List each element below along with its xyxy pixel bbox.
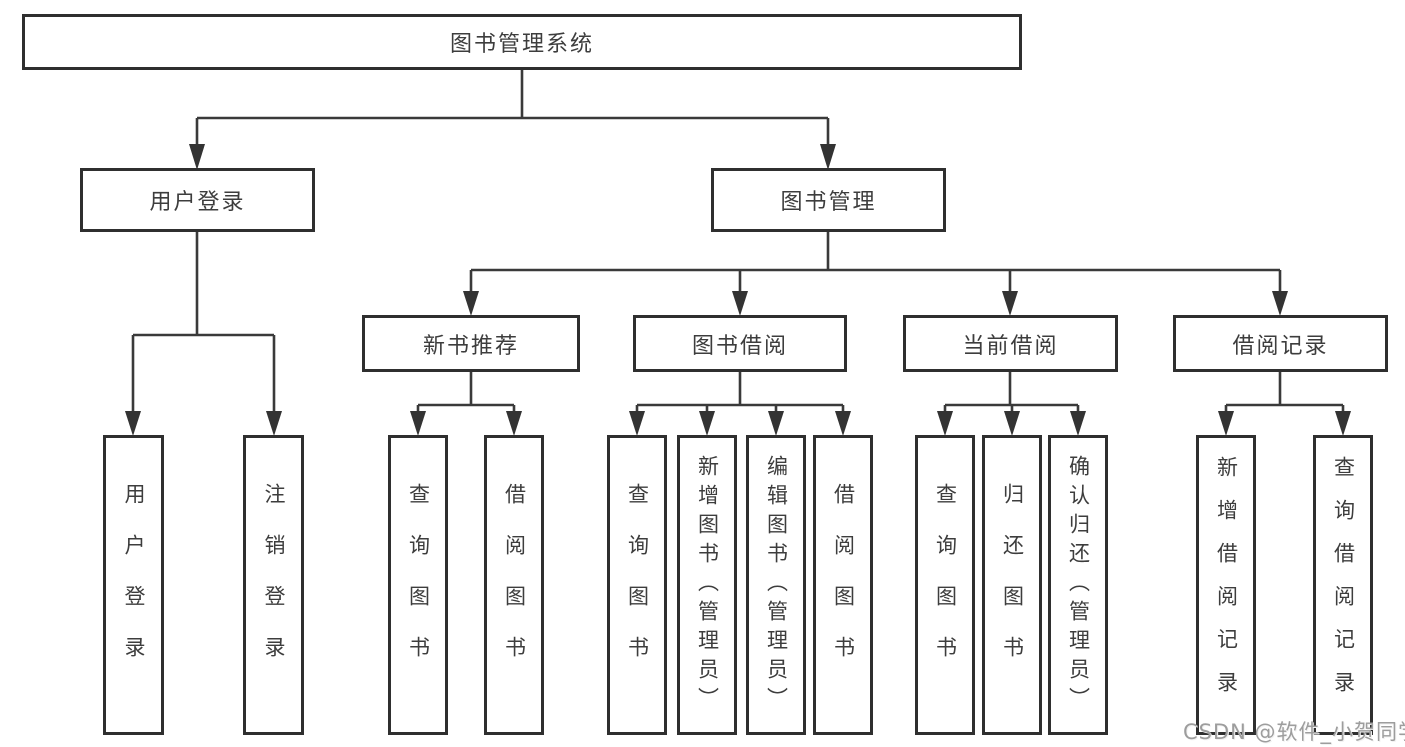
leaf-edit-books-admin: 编辑图书（管理员） — [746, 435, 806, 735]
leaf-label: 查询图书 — [406, 483, 431, 687]
node-library-management-system: 图书管理系统 — [22, 14, 1022, 70]
leaf-label: 查询图书 — [933, 483, 958, 687]
leaf-query-borrow-record: 查询借阅记录 — [1313, 435, 1373, 735]
node-label: 图书借阅 — [691, 333, 788, 359]
leaf-label: 新增图书（管理员） — [695, 454, 720, 716]
node-label: 图书管理 — [780, 190, 877, 215]
node-borrowing-records: 借阅记录 — [1173, 315, 1388, 372]
leaf-label: 查询借阅记录 — [1331, 456, 1356, 714]
leaf-label: 确认归还（管理员） — [1066, 454, 1091, 716]
leaf-query-books-borrow: 查询图书 — [607, 435, 667, 735]
leaf-confirm-return-admin: 确认归还（管理员） — [1048, 435, 1108, 735]
node-book-borrowing: 图书借阅 — [633, 315, 847, 372]
leaf-borrow-books-recommend: 借阅图书 — [484, 435, 544, 735]
node-label: 用户登录 — [149, 190, 246, 215]
watermark: CSDN @软件_小贺同学 — [1183, 720, 1405, 744]
node-book-management: 图书管理 — [711, 168, 946, 232]
node-current-borrowing: 当前借阅 — [903, 315, 1118, 372]
leaf-label: 查询图书 — [625, 483, 650, 687]
leaf-label: 注销登录 — [262, 483, 286, 687]
leaf-logout: 注销登录 — [243, 435, 304, 735]
leaf-add-borrow-record: 新增借阅记录 — [1196, 435, 1256, 735]
node-label: 图书管理系统 — [449, 32, 594, 57]
leaf-label: 新增借阅记录 — [1214, 456, 1239, 714]
leaf-label: 归还图书 — [1000, 483, 1025, 687]
leaf-label: 借阅图书 — [831, 483, 856, 687]
leaf-label: 编辑图书（管理员） — [764, 454, 789, 716]
node-label: 新书推荐 — [422, 333, 519, 359]
leaf-user-login: 用户登录 — [103, 435, 164, 735]
leaf-query-books-recommend: 查询图书 — [388, 435, 448, 735]
leaf-borrow-books: 借阅图书 — [813, 435, 873, 735]
node-user-login: 用户登录 — [80, 168, 315, 232]
node-new-book-recommendation: 新书推荐 — [362, 315, 580, 372]
leaf-query-books-current: 查询图书 — [915, 435, 975, 735]
leaf-label: 用户登录 — [122, 483, 146, 687]
node-label: 当前借阅 — [962, 333, 1059, 359]
leaf-return-books: 归还图书 — [982, 435, 1042, 735]
node-label: 借阅记录 — [1232, 333, 1329, 359]
leaf-add-books-admin: 新增图书（管理员） — [677, 435, 737, 735]
leaf-label: 借阅图书 — [502, 483, 527, 687]
